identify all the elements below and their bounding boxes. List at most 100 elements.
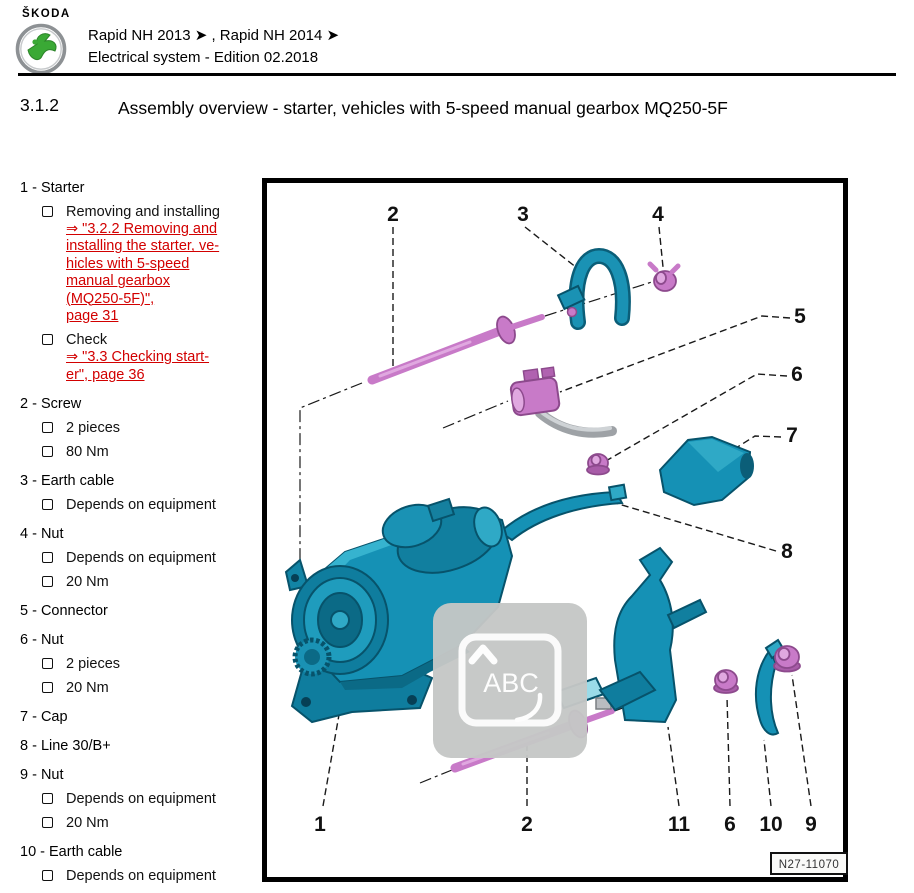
checkbox-bullet-icon [42,682,53,694]
part-subitem-text: 2 pieces [66,420,121,437]
part-subitems: Depends on equipment 20 Nm [20,790,258,832]
part-subitem: Depends on equipment [20,867,258,885]
header-text-block: Rapid NH 2013 ➤ , Rapid NH 2014 ➤ Electr… [88,25,339,69]
part-label: 9 - Nut [20,767,64,784]
part-label: 8 - Line 30/B+ [20,738,111,755]
part-subitem-text: Depends on equipment [66,550,216,567]
part-subitem-text: Depends on equipment [66,791,216,808]
part-subitem: Removing and installing ⇒ "3.2.2 Removin… [20,203,258,325]
parts-list-item: 10 - Earth cable Depends on equipment [20,843,258,885]
parts-list-item: 7 - Cap [20,708,258,726]
callout-3: 3 [517,203,529,226]
checkbox-bullet-icon [42,658,53,670]
part-subitem: 20 Nm [20,679,258,697]
diagram-frame [262,178,848,882]
part-earth-cable-upper [556,247,631,330]
checkbox-bullet-icon [42,576,53,588]
watermark-text: ABC [483,668,539,698]
callout-6-right: 6 [791,363,803,386]
checkbox-bullet-icon [42,793,53,805]
part-label: 7 - Cap [20,709,68,726]
part-subitem-body: 2 pieces [66,419,258,437]
part-subitem-body: 80 Nm [66,443,258,461]
part-subitem: Depends on equipment [20,496,258,514]
header-edition-line: Electrical system - Edition 02.2018 [88,49,319,66]
callout-11: 11 [668,813,691,836]
part-subitem-text: 20 Nm [66,574,109,591]
part-subitem-body: Depends on equipment [66,790,258,808]
callout-4: 4 [652,203,664,226]
part-subitem-body: Removing and installing ⇒ "3.2.2 Removin… [66,203,258,325]
callout-2-top: 2 [387,203,399,226]
caret-icon [468,644,498,665]
part-subitems: Depends on equipment [20,867,258,885]
checkbox-bullet-icon [42,446,53,458]
callout-6-bottom: 6 [724,813,736,836]
part-subitems: 2 pieces 20 Nm [20,655,258,697]
checkbox-bullet-icon [42,870,53,882]
part-subitems: Depends on equipment [20,496,258,514]
part-subitem-text: 2 pieces [66,656,121,673]
part-subitem-body: 2 pieces [66,655,258,673]
part-subitem-text: Check [66,332,108,349]
parts-list-item: 2 - Screw 2 pieces 80 Nm [20,395,258,461]
parts-list-item: 5 - Connector [20,602,258,620]
parts-list-item: 3 - Earth cable Depends on equipment [20,472,258,514]
checkbox-bullet-icon [42,206,53,217]
parts-list: 1 - Starter Removing and installing ⇒ "3… [20,179,258,893]
part-label: 6 - Nut [20,632,64,649]
figure-code: N27-11070 [779,859,840,871]
abc-watermark: ABC [433,603,587,758]
part-label: 1 - Starter [20,180,85,196]
part-subitem: 2 pieces [20,419,258,437]
part-subitem-body: Depends on equipment [66,549,258,567]
part-line-30-b-plus [498,483,628,542]
parts-list-item: 1 - Starter Removing and installing ⇒ "3… [20,179,258,384]
part-cap [658,435,754,507]
part-label: 5 - Connector [20,603,108,620]
part-label: 10 - Earth cable [20,844,123,861]
checkbox-bullet-icon [42,817,53,829]
cross-reference-link[interactable]: ⇒ "3.2.2 Removing and installing the sta… [66,221,220,325]
part-subitems: Removing and installing ⇒ "3.2.2 Removin… [20,203,258,384]
parts-list-item: 9 - Nut Depends on equipment 20 Nm [20,766,258,832]
part-subitem-text: 20 Nm [66,680,109,697]
figure-code-box: N27-11070 [770,852,848,875]
part-nut-right [773,645,801,673]
skoda-logo-icon [15,23,67,75]
part-nut-upper [647,261,681,292]
skoda-wordmark: ŠKODA [22,8,71,20]
part-subitem: 20 Nm [20,573,258,591]
part-subitem-text: 20 Nm [66,815,109,832]
part-label: 2 - Screw [20,396,82,413]
part-nut-mid [586,453,610,476]
part-subitem-body: 20 Nm [66,573,258,591]
cross-reference-link[interactable]: ⇒ "3.3 Checking start- er", page 36 [66,349,210,383]
callout-5: 5 [794,305,806,328]
checkbox-bullet-icon [42,334,53,346]
part-subitem-text: Depends on equipment [66,868,216,885]
part-subitems: 2 pieces 80 Nm [20,419,258,461]
assembly-diagram: ABC 2 3 4 5 6 7 8 1 2 11 6 10 9 N27-1107… [262,178,848,882]
callout-10: 10 [759,813,782,836]
assembly-axis-lines [299,280,656,784]
callout-7: 7 [786,424,798,447]
part-subitem-text: Removing and installing [66,204,220,220]
callout-2-bottom: 2 [521,813,533,836]
checkbox-bullet-icon [42,422,53,434]
part-subitem: Check ⇒ "3.3 Checking start- er", page 3… [20,331,258,384]
part-subitem: 2 pieces [20,655,258,673]
part-label: 4 - Nut [20,526,64,543]
part-label: 3 - Earth cable [20,473,115,490]
callout-9: 9 [805,813,817,836]
header-model-line: Rapid NH 2013 ➤ , Rapid NH 2014 ➤ [88,27,340,44]
part-subitem: 20 Nm [20,814,258,832]
part-subitem: Depends on equipment [20,549,258,567]
part-screw-upper [367,314,545,385]
part-earth-cable-lower [754,638,786,736]
checkbox-bullet-icon [42,552,53,564]
part-subitem-body: Depends on equipment [66,867,258,885]
header-divider [18,73,896,76]
parts-list-item: 4 - Nut Depends on equipment 20 Nm [20,525,258,591]
